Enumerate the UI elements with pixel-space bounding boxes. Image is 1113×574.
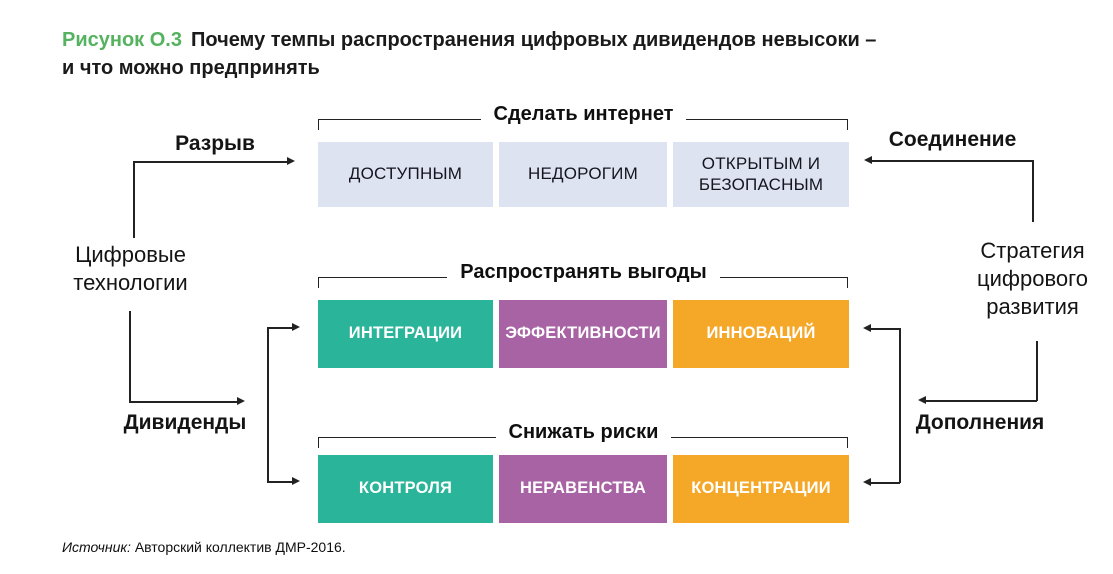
connection-arrow-line [872,160,1032,162]
source-note: Источник: Авторский коллектив ДМР-2016. [62,539,346,555]
left-connector-bottom-arrow-line [267,481,294,483]
dividends-label: Дивиденды [123,411,247,434]
box-inequality: НЕРАВЕНСТВА [499,455,667,523]
left-connector-line [267,327,269,482]
left-connector-top-arrow-line [267,327,294,329]
figure-title-line1: Рисунок О.3 Почему темпы распространения … [62,26,876,54]
complements-arrowhead-icon [918,396,926,404]
box-efficiency: ЭФФЕКТИВНОСТИ [499,300,667,368]
gap-label: Разрыв [175,132,255,155]
strategy-label: Стратегия цифрового развития [977,238,1088,319]
technologies-label: Цифровые технологии [73,242,188,295]
box-integration: ИНТЕГРАЦИИ [318,300,493,368]
dividends-arrow-stem [129,311,131,402]
right-connector-bottom-arrow-line [871,482,900,484]
dividends-arrow-line [129,401,239,403]
box-innovation: ИННОВАЦИЙ [673,300,849,368]
source-text: Авторский коллектив ДМР-2016. [134,539,346,555]
right-connector-top-arrow-line [871,328,900,330]
box-control: КОНТРОЛЯ [318,455,493,523]
connection-label: Соединение [888,128,1017,151]
box-affordable: НЕДОРОГИМ [499,142,667,207]
right-connector-line [899,328,901,483]
section-internet-header: Сделать интернет [318,103,849,126]
dividends-arrowhead-icon [237,397,245,405]
connection-arrow-stem [1032,160,1034,222]
left-connector-top-arrowhead-icon [292,323,300,331]
gap-arrowhead-icon [287,157,295,165]
gap-arrow-stem [133,161,135,238]
right-connector-top-arrowhead-icon [863,324,871,332]
gap-arrow-line [133,161,289,163]
complements-arrow-stem [1036,341,1038,401]
connection-arrowhead-icon [864,156,872,164]
box-concentration: КОНЦЕНТРАЦИИ [673,455,849,523]
box-open-safe: ОТКРЫТЫМ И БЕЗОПАСНЫМ [673,142,849,207]
source-prefix: Источник: [62,539,131,555]
complements-label: Дополнения [915,411,1045,434]
complements-arrow-line [926,400,1037,402]
figure-label: Рисунок О.3 [62,29,182,51]
section-benefits-header: Распространять выгоды [318,261,849,284]
figure-title-line2: и что можно предпринять [62,57,320,79]
box-accessible: ДОСТУПНЫМ [318,142,493,207]
right-connector-bottom-arrowhead-icon [863,478,871,486]
figure-title-text: Почему темпы распространения цифровых ди… [190,29,877,51]
left-connector-bottom-arrowhead-icon [292,477,300,485]
section-risks-header: Снижать риски [318,421,849,444]
figure-title: Рисунок О.3 Почему темпы распространения … [62,26,876,82]
